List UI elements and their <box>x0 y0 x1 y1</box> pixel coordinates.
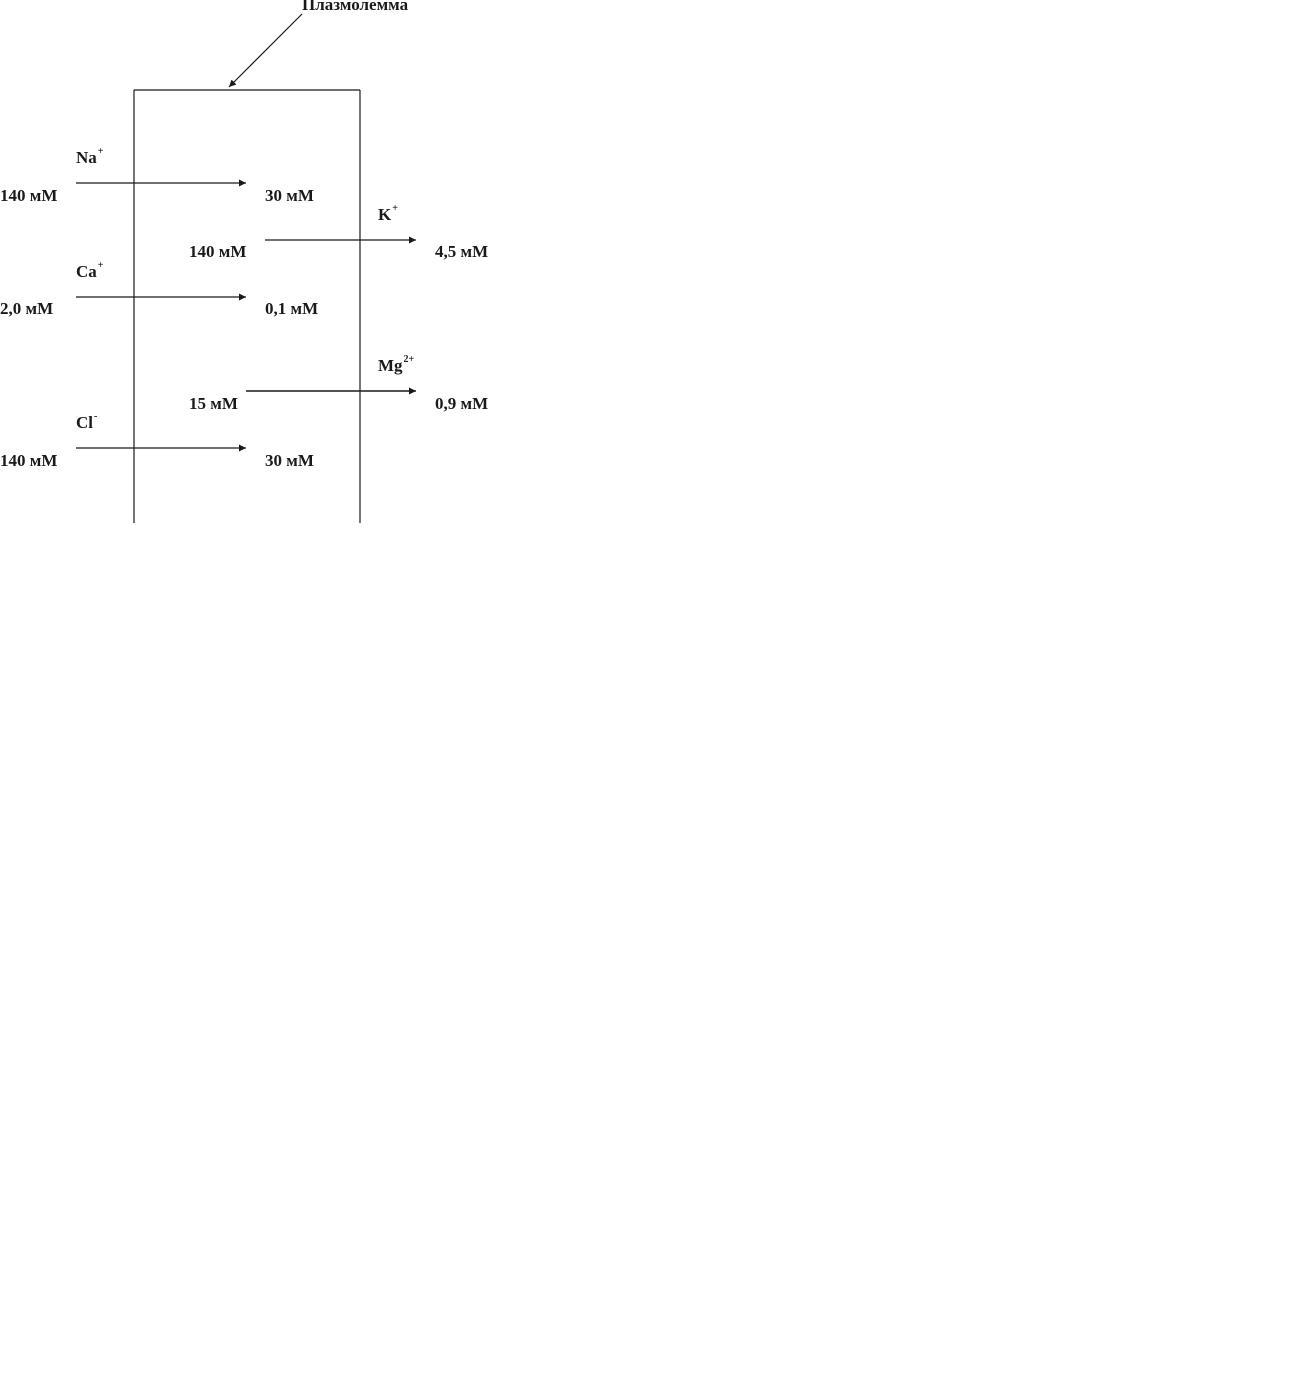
ion-charge: + <box>97 146 104 158</box>
ion-charge: + <box>97 260 104 272</box>
ion-charge: 2+ <box>403 354 415 366</box>
ion-label-na: Na+ <box>76 146 104 167</box>
ion-symbol: Na <box>76 148 97 167</box>
ion-charge: - <box>94 411 98 423</box>
membrane-title: Плазмолемма <box>302 0 409 14</box>
ion-label-ca: Ca+ <box>76 260 104 281</box>
k-inside-concentration: 140 мМ <box>189 242 247 261</box>
ion-symbol: Cl <box>76 413 93 432</box>
mg-outside-concentration: 0,9 мМ <box>435 394 489 413</box>
title-pointer-arrow <box>228 13 303 88</box>
ion-charge: + <box>392 203 398 215</box>
ca-outside-concentration: 2,0 мМ <box>0 299 54 318</box>
na-inside-concentration: 30 мМ <box>265 186 314 205</box>
na-outside-concentration: 140 мМ <box>0 186 58 205</box>
cl-inside-concentration: 30 мМ <box>265 451 314 470</box>
ion-symbol: Mg <box>378 356 403 375</box>
cl-outside-concentration: 140 мМ <box>0 451 58 470</box>
ion-label-cl: Cl- <box>76 411 98 432</box>
mg-inside-concentration: 15 мМ <box>189 394 238 413</box>
ca-inside-concentration: 0,1 мМ <box>265 299 319 318</box>
k-outside-concentration: 4,5 мМ <box>435 242 489 261</box>
ion-symbol: K <box>378 205 392 224</box>
ion-label-mg: Mg2+ <box>378 354 415 375</box>
ion-symbol: Ca <box>76 262 97 281</box>
ion-label-k: K+ <box>378 203 398 224</box>
